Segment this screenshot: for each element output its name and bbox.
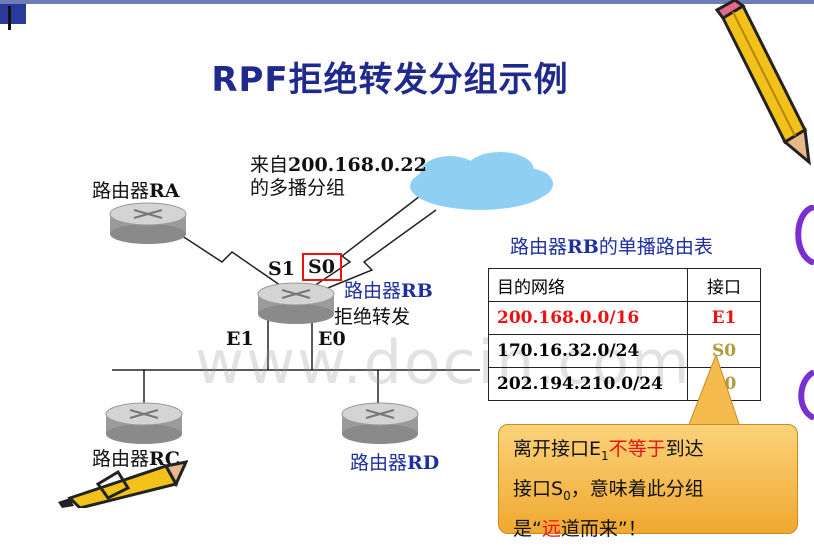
iface-e1-label: E1 (226, 328, 254, 350)
router-rd-icon (341, 402, 419, 444)
table-header-network: 目的网络 (488, 268, 688, 302)
iface-e0-label: E0 (318, 328, 346, 350)
table-header-row: 目的网络 接口 (488, 268, 761, 302)
table-cell-iface: E1 (687, 301, 761, 335)
router-ra-label: 路由器RA (92, 180, 180, 202)
purple-blob-icon-2 (798, 370, 814, 420)
source-label: 来自200.168.0.22 的多播分组 (250, 154, 427, 200)
table-cell-network: 200.168.0.0/16 (488, 301, 688, 335)
iface-s0-label: S0 (308, 256, 335, 278)
cloud-icon (410, 152, 553, 210)
table-cell-iface: S0 (687, 334, 761, 368)
pencil-clipart-icon (714, 0, 811, 166)
table-row: 200.168.0.0/16 E1 (488, 301, 761, 335)
source-prefix: 来自 (250, 154, 289, 176)
source-line2: 的多播分组 (250, 177, 346, 199)
router-rb-label: 路由器RB (344, 280, 433, 302)
router-rd-label: 路由器RD (350, 452, 440, 474)
router-rb-icon (257, 282, 335, 324)
purple-blob-icon (795, 205, 814, 265)
corner-decoration (0, 0, 26, 24)
table-row: 170.16.32.0/24 S0 (488, 334, 761, 368)
corner-decoration-stripe (0, 0, 814, 4)
corner-decoration-bar (8, 6, 11, 30)
table-cell-network: 170.16.32.0/24 (488, 334, 688, 368)
table-header-iface: 接口 (687, 268, 761, 302)
pencil-clipart-icon-2 (58, 460, 188, 508)
callout-pointer (687, 355, 741, 427)
reject-forward-label: 拒绝转发 (334, 306, 411, 328)
iface-s0-highlight-box (302, 253, 342, 281)
iface-s1-label: S1 (268, 258, 295, 280)
source-address: 200.168.0.22 (288, 154, 427, 176)
callout-box: 离开接口E1不等于到达 接口S0，意味着此分组 是“远道而来”！ (498, 424, 798, 540)
route-table-title: 路由器RB的单播路由表 (510, 236, 713, 258)
router-rc-icon (105, 402, 183, 444)
router-ra-icon (109, 202, 187, 244)
slide-title: RPF拒绝转发分组示例 (211, 60, 569, 100)
table-cell-network: 202.194.210.0/24 (488, 367, 688, 401)
